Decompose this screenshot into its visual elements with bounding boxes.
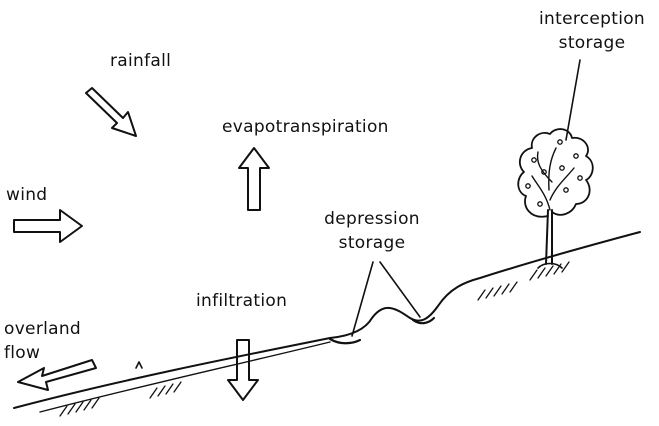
interception-storage-label-line2: storage bbox=[532, 32, 652, 54]
arrow-right-icon bbox=[14, 210, 82, 242]
rainfall-label: rainfall bbox=[110, 50, 171, 72]
interception-pointer bbox=[566, 60, 580, 140]
interception-storage-label-line1: interception bbox=[532, 8, 652, 30]
depression-storage-label-line1: depression bbox=[316, 208, 428, 230]
overland-flow-label-line1: overland bbox=[4, 318, 81, 340]
arrow-left-icon bbox=[18, 360, 96, 390]
ground-subsurface-line bbox=[40, 342, 330, 412]
arrow-down-icon bbox=[228, 340, 258, 400]
evapotranspiration-label: evapotranspiration bbox=[222, 116, 389, 138]
depression-storage-label-line2: storage bbox=[316, 232, 428, 254]
arrow-up-icon bbox=[239, 148, 269, 210]
ground-hatching-right bbox=[478, 262, 569, 300]
wind-label: wind bbox=[6, 184, 47, 206]
overland-flow-label-line2: flow bbox=[4, 342, 40, 364]
surface-pebble bbox=[136, 362, 142, 368]
infiltration-label: infiltration bbox=[196, 290, 287, 312]
ground-hatching-left bbox=[60, 382, 181, 416]
depression-pool-1 bbox=[330, 339, 360, 343]
arrow-down-right-icon bbox=[86, 88, 136, 136]
depression-pointer-1 bbox=[352, 262, 373, 336]
